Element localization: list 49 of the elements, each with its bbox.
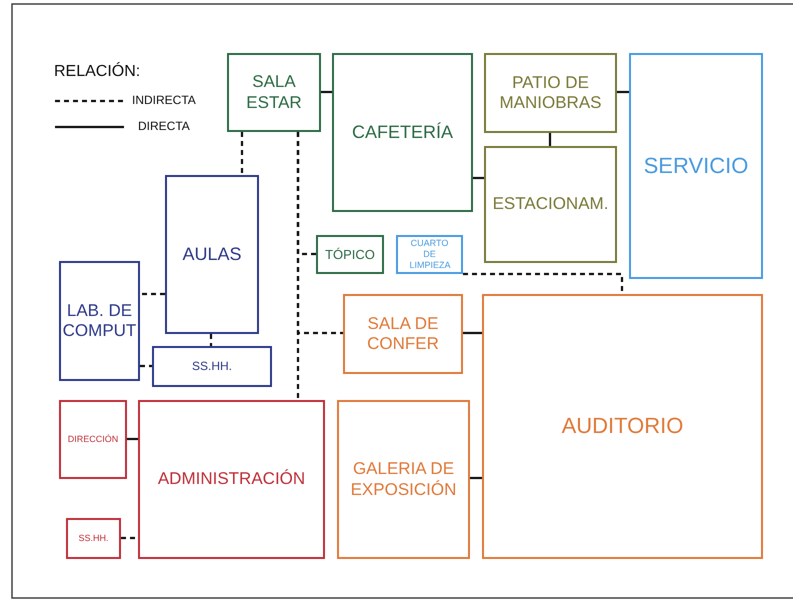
- dashed-connector: [140, 364, 152, 368]
- room-box: [227, 53, 321, 132]
- room-label: SS.HH.: [78, 533, 108, 544]
- room-label: ESTACIONAM.: [492, 194, 608, 215]
- room-box: [316, 235, 384, 274]
- room-box: [484, 146, 617, 263]
- legend-label: DIRECTA: [138, 119, 190, 133]
- dashed-connector: [240, 132, 244, 175]
- connector: [321, 90, 332, 94]
- room-label: CAFETERÍA: [352, 122, 453, 144]
- connector: [548, 133, 552, 146]
- room-label: SS.HH.: [192, 359, 232, 374]
- room-box: [332, 53, 473, 212]
- room-box: [152, 346, 272, 387]
- room-label: SALA DE CONFER: [367, 314, 439, 354]
- room-label: CUARTO DE LIMPIEZA: [410, 238, 450, 271]
- room-box: [484, 53, 617, 133]
- dashed-connector: [140, 292, 165, 296]
- connector: [470, 476, 482, 480]
- room-label: ADMINISTRACIÓN: [158, 469, 306, 490]
- room-label: GALERIA DE EXPOSICIÓN: [350, 459, 456, 500]
- room-label: SERVICIO: [644, 152, 748, 180]
- room-box: [66, 518, 121, 559]
- room-box: [396, 235, 463, 274]
- room-label: PATIO DE MANIOBRAS: [499, 72, 602, 114]
- room-label: AULAS: [182, 244, 242, 266]
- connector: [127, 438, 138, 440]
- room-label: AUDITORIO: [562, 413, 684, 440]
- connector: [473, 176, 484, 180]
- room-label: LAB. DE COMPUT: [62, 300, 136, 342]
- legend-label: INDIRECTA: [132, 93, 196, 107]
- room-box: [343, 294, 463, 374]
- dashed-connector: [210, 334, 212, 346]
- room-box: [629, 53, 763, 279]
- room-box: [482, 294, 763, 559]
- room-box: [138, 400, 325, 559]
- dashed-connector: [296, 132, 300, 400]
- connector: [617, 90, 629, 94]
- legend-title: RELACIÓN:: [54, 63, 140, 81]
- room-box: [59, 400, 127, 479]
- room-label: DIRECCIÓN: [68, 434, 118, 445]
- room-box: [165, 175, 259, 334]
- dashed-connector: [463, 272, 624, 294]
- dashed-connector: [121, 536, 138, 540]
- room-box: [59, 261, 140, 381]
- room-box: [337, 400, 470, 559]
- room-label: TÓPICO: [325, 246, 375, 262]
- connector: [463, 332, 482, 334]
- room-label: SALA ESTAR: [246, 72, 302, 113]
